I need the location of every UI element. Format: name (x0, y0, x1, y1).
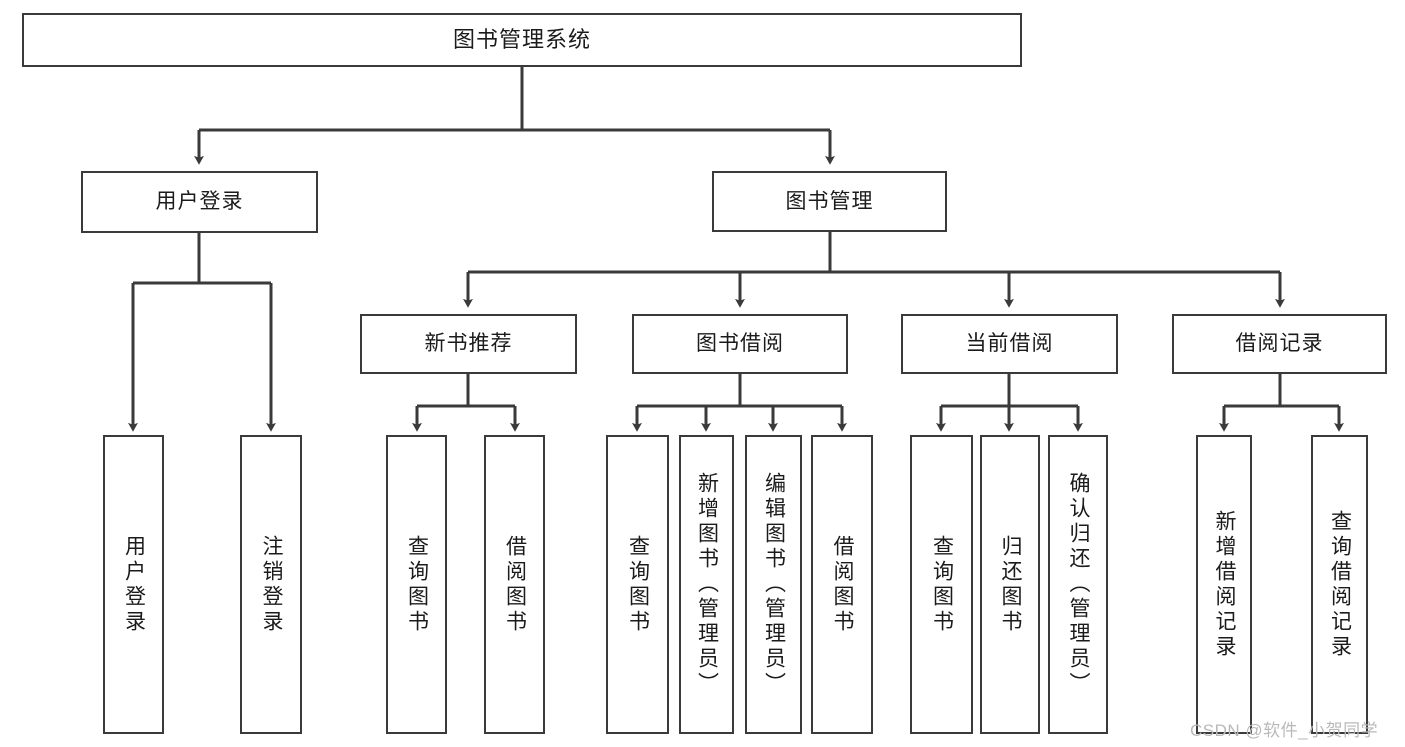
node-book-borrow[interactable]: 图书借阅 (632, 314, 848, 374)
node-borrow-record[interactable]: 借阅记录 (1172, 314, 1387, 374)
node-label: 注销登录 (260, 534, 284, 635)
leaf-current-borrow-confirm[interactable]: 确认归还（管理员） (1048, 435, 1108, 734)
node-label: 确认归还（管理员） (1067, 472, 1091, 697)
node-label: 图书借阅 (696, 332, 784, 356)
node-user-login[interactable]: 用户登录 (81, 171, 318, 233)
node-label: 新增借阅记录 (1213, 509, 1237, 660)
leaf-user-login-login[interactable]: 用户登录 (103, 435, 164, 734)
node-label: 当前借阅 (965, 332, 1054, 356)
node-label: 用户登录 (122, 534, 146, 635)
node-label: 借阅图书 (831, 534, 855, 635)
node-label: 查询借阅记录 (1328, 509, 1352, 660)
node-label: 编辑图书（管理员） (762, 472, 786, 697)
leaf-current-borrow-query[interactable]: 查询图书 (910, 435, 973, 734)
leaf-new-book-query[interactable]: 查询图书 (386, 435, 447, 734)
node-label: 借阅图书 (503, 534, 527, 635)
node-label: 图书管理系统 (452, 26, 591, 52)
node-new-book-recommend[interactable]: 新书推荐 (360, 314, 577, 374)
node-current-borrow[interactable]: 当前借阅 (901, 314, 1118, 374)
node-label: 查询图书 (626, 534, 650, 635)
leaf-new-book-borrow[interactable]: 借阅图书 (484, 435, 545, 734)
node-label: 借阅记录 (1235, 332, 1324, 356)
leaf-borrow-record-add[interactable]: 新增借阅记录 (1196, 435, 1252, 734)
leaf-book-borrow-edit[interactable]: 编辑图书（管理员） (745, 435, 802, 734)
leaf-borrow-record-query[interactable]: 查询借阅记录 (1311, 435, 1368, 734)
node-label: 新书推荐 (424, 332, 513, 356)
node-label: 图书管理 (785, 189, 874, 213)
node-label: 用户登录 (155, 190, 244, 214)
leaf-user-login-logout[interactable]: 注销登录 (240, 435, 302, 734)
node-label: 查询图书 (405, 534, 429, 635)
node-label: 新增图书（管理员） (695, 472, 719, 697)
node-root-system[interactable]: 图书管理系统 (22, 13, 1022, 67)
node-label: 归还图书 (999, 534, 1023, 635)
leaf-book-borrow-add[interactable]: 新增图书（管理员） (679, 435, 734, 734)
node-label: 查询图书 (930, 534, 954, 635)
leaf-current-borrow-return[interactable]: 归还图书 (980, 435, 1040, 734)
leaf-book-borrow-borrow[interactable]: 借阅图书 (811, 435, 873, 734)
node-book-manage[interactable]: 图书管理 (712, 171, 947, 232)
leaf-book-borrow-query[interactable]: 查询图书 (606, 435, 669, 734)
watermark: CSDN @软件_小贺同学 (1190, 721, 1379, 740)
